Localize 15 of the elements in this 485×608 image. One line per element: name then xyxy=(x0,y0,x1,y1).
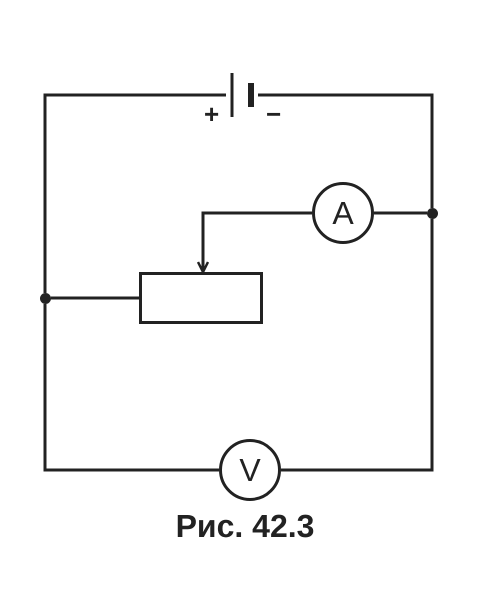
wire xyxy=(51,296,139,300)
wire xyxy=(374,212,427,214)
wire xyxy=(281,219,434,472)
slider-arrow xyxy=(196,212,312,274)
polarity-sign: − xyxy=(266,101,282,127)
wire xyxy=(44,94,226,293)
wire xyxy=(258,94,434,208)
wire xyxy=(44,304,219,472)
junction-dot xyxy=(427,208,438,219)
meter-symbol: V xyxy=(219,439,281,501)
figure-caption: Рис. 42.3 xyxy=(174,508,316,545)
polarity-sign: + xyxy=(204,101,220,127)
resistor-symbol xyxy=(139,272,263,324)
junction-dot xyxy=(40,293,51,304)
meter-symbol: A xyxy=(312,182,374,244)
